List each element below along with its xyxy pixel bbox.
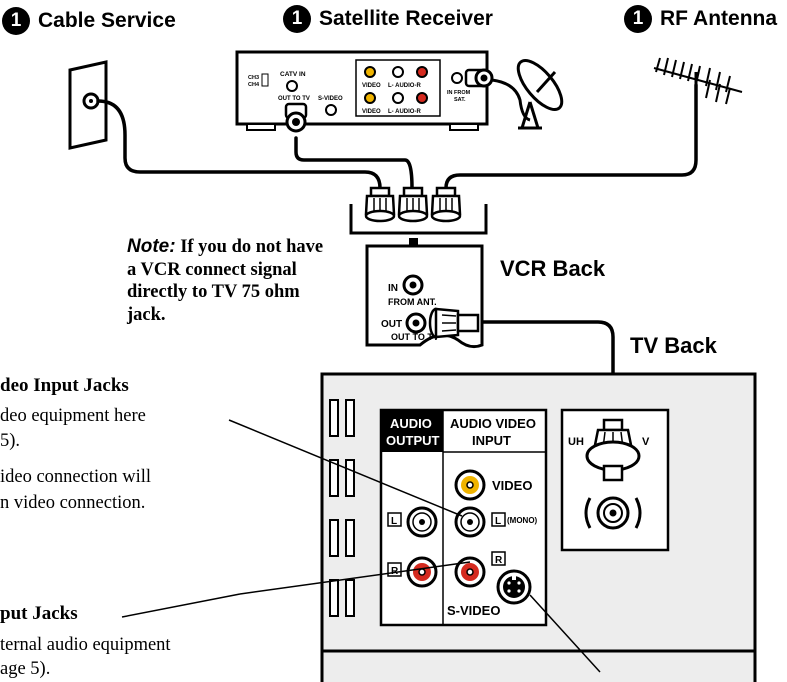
rf-antenna-heading: 1 RF Antenna [624,5,777,33]
sat-audio-bottom-label: L- AUDIO-R [388,109,421,115]
satellite-receiver-label: Satellite Receiver [319,7,493,30]
mono-label: (MONO) [507,516,538,525]
vcr-back-panel: IN FROM ANT. OUT OUT TO TV [365,244,484,349]
audio-output-label-line1: AUDIO [390,416,432,431]
vcr-to-tv-line [476,320,615,422]
av-input-desc-line1: deo equipment here [0,406,146,426]
cable-service-line [96,99,382,190]
coax-connector [397,186,429,223]
svg-text:CH4: CH4 [248,82,260,88]
tv-video-label: VIDEO [492,478,532,493]
audio-output-desc-line1: ternal audio equipment [0,635,171,655]
vcr-output-connector [428,307,480,339]
vcr-in-label: IN [388,283,398,294]
catv-in-label: CATV IN [280,71,306,78]
satellite-dish-icon [491,59,564,130]
tv-vent-slots [329,399,355,617]
av-input-jacks-title: deo Input Jacks [0,375,129,396]
rf-antenna-label: RF Antenna [660,7,778,30]
satellite-receiver-box: CH3 CH4 CATV IN OUT TO TV S-VIDEO VIDEO … [235,50,494,133]
av-input-label-line2: INPUT [472,433,511,448]
tv-back-panel: AUDIO OUTPUT AUDIO VIDEO INPUT VIDEO L L… [320,372,757,682]
ch-switch-label: CH3 [248,75,259,81]
vcr-out-label: OUT [381,319,402,330]
out-l-label: L [391,516,397,527]
vcr-out-to-tv-label: OUT TO TV [391,332,439,342]
in-l-label: L [495,516,501,527]
tv-s-video-label: S-VIDEO [447,603,500,618]
vcr-back-heading: VCR Back [500,256,606,281]
coax-connector [364,186,396,223]
sat-video-bottom-label: VIDEO [362,109,381,115]
tv-coax-connector [585,418,641,482]
in-r-label: R [495,555,503,566]
av-input-desc-line4: n video connection. [0,493,146,513]
step-number-badge: 1 [2,7,30,35]
step-number-badge: 1 [283,5,311,33]
cable-service-heading: 1 Cable Service [2,7,176,35]
vcr-from-ant-label: FROM ANT. [388,297,437,307]
out-to-tv-label: OUT TO TV [278,96,310,102]
note-body: If you do not have a VCR connect signal … [127,237,324,325]
audio-output-desc-line2: age 5). [0,659,51,679]
coax-cables [96,83,698,422]
tv-back-heading: TV Back [630,333,717,358]
coax-connector [430,186,462,223]
step-number-badge: 1 [624,5,652,33]
coax-connectors-bracket [349,186,488,235]
svg-text:SAT.: SAT. [454,97,466,103]
antenna-line [444,83,698,190]
cable-wall-outlet [68,60,108,150]
satellite-receiver-heading: 1 Satellite Receiver [283,5,493,33]
sat-audio-top-label: L- AUDIO-R [388,83,421,89]
in-from-sat-label: IN FROM [447,90,471,96]
rf-antenna-icon [653,57,743,105]
sat-s-video-label: S-VIDEO [318,96,343,102]
out-r-label: R [391,566,399,577]
sat-video-top-label: VIDEO [362,83,381,89]
tv-ant-v-label: V [642,436,650,448]
audio-output-label-line2: OUTPUT [386,433,440,448]
av-input-label-line1: AUDIO VIDEO [450,416,536,431]
av-input-desc-line3: ideo connection will [0,467,152,487]
cable-service-label: Cable Service [38,9,176,32]
callout-leader-lines [121,419,601,673]
tv-ant-uh-label: UH [568,436,584,448]
satellite-out-line [294,136,414,190]
note-text: Note: If you do not have a VCR connect s… [127,236,327,326]
av-input-desc-line2: 5). [0,431,21,451]
note-label: Note: [127,236,176,257]
audio-output-jacks-title: put Jacks [0,603,78,624]
